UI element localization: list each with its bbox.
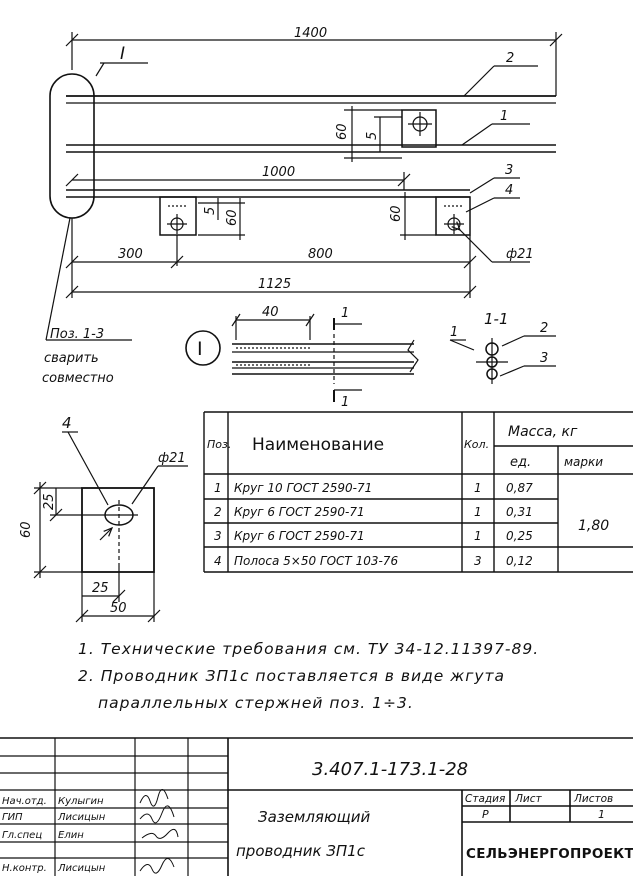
detail-I-label: I: [197, 338, 203, 360]
section-label-2: 2: [540, 321, 548, 336]
detail-I-labels: I 40 1 1: [197, 305, 349, 410]
row-3-unit: 0,25: [506, 529, 533, 543]
section-label-3: 3: [540, 351, 548, 366]
role-4-name: Лисицын: [57, 863, 106, 874]
plate-detail-labels: 4 ф21 25 60 25 50: [19, 414, 186, 616]
plate-detail: [33, 431, 188, 623]
note-1: 1. Технические требования см. ТУ 34-12.1…: [78, 640, 540, 658]
row-1-pos: 1: [214, 481, 222, 495]
section-title: 1-1: [484, 310, 509, 328]
row-1-unit: 0,87: [506, 481, 533, 495]
detail-I: [185, 313, 419, 402]
title-line1: Заземляющий: [258, 808, 370, 826]
sheets-label: Листов: [573, 793, 613, 805]
plate-dim-50: 50: [110, 601, 127, 616]
dim-300: 300: [118, 247, 143, 262]
note-2: 2. Проводник ЗП1с поставляется в виде жг…: [78, 667, 506, 685]
stage-value: Р: [482, 808, 489, 821]
row-1-qty: 1: [474, 481, 482, 495]
weld-note-line2: сварить: [44, 351, 99, 366]
row-3-pos: 3: [214, 529, 222, 543]
dim-total-length: 1400: [294, 26, 327, 41]
dim-1125: 1125: [258, 277, 291, 292]
row-4-qty: 3: [474, 554, 482, 568]
dim-plate-5-left: 5: [203, 207, 218, 215]
title-block-text: 3.407.1-173.1-28 Заземляющий проводник З…: [2, 759, 633, 874]
organization: СЕЛЬЭНЕРГОПРОЕКТ: [466, 846, 633, 862]
spec-table-text: Поз. Наименование Кол. Масса, кг ед. мар…: [207, 424, 609, 568]
dim-plate-60-top: 60: [335, 123, 350, 140]
main-view-labels: 1400 I 2 1 1000 60 5 5 60 60 3 4 ф21 300…: [42, 26, 534, 386]
stage-label: Стадия: [465, 793, 505, 805]
dim-plate-60-left: 60: [225, 209, 240, 226]
row-2-unit: 0,31: [506, 505, 533, 519]
row-4-unit: 0,12: [506, 554, 533, 568]
plate-hole-dia: ф21: [158, 451, 186, 466]
role-1-name: Кулыгин: [58, 796, 104, 807]
row-3-name: Круг 6 ГОСТ 2590-71: [234, 529, 365, 543]
role-1: Нач.отд.: [2, 796, 47, 807]
section-1-1-labels: 1-1 1 2 3: [450, 310, 548, 366]
row-2-name: Круг 6 ГОСТ 2590-71: [234, 505, 365, 519]
title-block: [0, 737, 633, 876]
dim-plate-60-right: 60: [389, 205, 404, 222]
callout-pos-3: 3: [505, 163, 513, 178]
th-mark: марки: [564, 455, 603, 469]
spec-table: [203, 411, 633, 573]
weld-note-line3: совместно: [42, 371, 114, 386]
role-2: ГИП: [2, 812, 23, 823]
mark-total: 1,80: [578, 518, 609, 534]
th-pos: Поз.: [207, 438, 231, 451]
main-view: [45, 32, 563, 341]
plate-dim-60: 60: [19, 521, 34, 538]
section-1-1: [449, 335, 556, 384]
plate-label-4: 4: [62, 414, 72, 432]
section-mark-top: 1: [341, 306, 349, 321]
row-4-name: Полоса 5×50 ГОСТ 103-76: [234, 554, 398, 568]
doc-number: 3.407.1-173.1-28: [312, 759, 468, 780]
weld-note-line1: Поз. 1-3: [50, 327, 104, 342]
callout-pos-4: 4: [505, 183, 513, 198]
row-3-qty: 1: [474, 529, 482, 543]
role-3-name: Елин: [58, 830, 84, 841]
plate-dim-25-bottom: 25: [92, 581, 109, 596]
th-unit: ед.: [510, 455, 531, 470]
section-mark-bottom: 1: [341, 395, 349, 410]
section-label-1: 1: [450, 325, 458, 340]
th-mass: Масса, кг: [508, 424, 578, 440]
role-4: Н.контр.: [2, 863, 47, 874]
title-line2: проводник ЗП1с: [236, 842, 366, 860]
row-2-qty: 1: [474, 505, 482, 519]
dim-hole-dia: ф21: [506, 247, 534, 262]
sheets-value: 1: [598, 808, 605, 821]
th-name: Наименование: [252, 435, 384, 455]
role-2-name: Лисицын: [57, 812, 106, 823]
note-3: параллельных стержней поз. 1÷3.: [98, 694, 414, 712]
view-I-label: I: [120, 44, 125, 64]
th-qty: Кол.: [464, 438, 489, 451]
plate-dim-25-top: 25: [42, 493, 57, 510]
row-1-name: Круг 10 ГОСТ 2590-71: [234, 481, 372, 495]
sheet-label: Лист: [514, 793, 542, 805]
row-2-pos: 2: [214, 505, 222, 519]
callout-pos-2: 2: [506, 51, 514, 66]
dim-detail-40: 40: [262, 305, 279, 320]
dim-1000: 1000: [262, 165, 295, 180]
dim-800: 800: [308, 247, 333, 262]
role-3: Гл.спец: [2, 830, 42, 841]
callout-pos-1: 1: [500, 109, 508, 124]
dim-plate-5-top: 5: [365, 132, 380, 140]
row-4-pos: 4: [214, 554, 222, 568]
